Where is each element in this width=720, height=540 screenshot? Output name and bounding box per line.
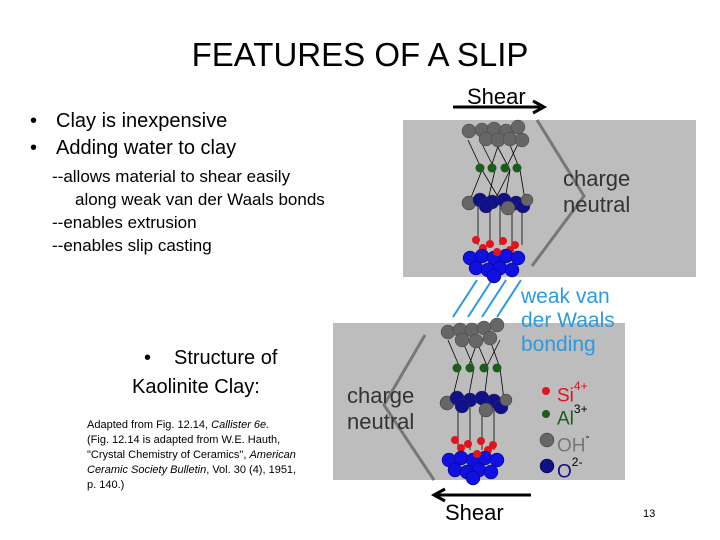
vdw-bond-lines bbox=[452, 279, 522, 318]
credit-text: , Vol. 30 (4), 1951, bbox=[206, 464, 297, 476]
bullet-marker: • bbox=[30, 137, 38, 159]
legend-al: Al3+ bbox=[557, 402, 588, 430]
legend-charge: 2- bbox=[571, 455, 583, 469]
credit-text: Adapted from Fig. 12.14, bbox=[87, 419, 212, 431]
legend-oh: OH- bbox=[557, 429, 590, 457]
charge-neutral-label-top: charge neutral bbox=[563, 166, 630, 218]
credit-text: (Fig. 12.14 is adapted from W.E. Hauth, bbox=[87, 434, 281, 446]
label-line: charge bbox=[563, 166, 631, 191]
shear-arrow-left-icon bbox=[430, 487, 531, 503]
bullet-item: • Clay is inexpensive bbox=[30, 108, 236, 135]
structure-line1: Structure of bbox=[174, 347, 278, 369]
bullet-marker: • bbox=[144, 347, 152, 369]
sub-points: --allows material to shear easily along … bbox=[52, 165, 325, 257]
shear-label-bottom: Shear bbox=[445, 500, 504, 525]
main-bullets: • Clay is inexpensive • Adding water to cl… bbox=[30, 108, 236, 162]
charge-neutral-label-bottom: charge neutral bbox=[347, 383, 414, 435]
sub-point: --allows material to shear easily bbox=[52, 167, 291, 186]
label-line: bonding bbox=[521, 333, 596, 356]
label-line: neutral bbox=[563, 192, 631, 217]
oh-legend-icon bbox=[539, 432, 555, 448]
label-line: weak van bbox=[521, 285, 610, 308]
structure-bullet: • Structure of Kaolinite Clay: bbox=[132, 344, 278, 402]
bullet-item: • Adding water to clay bbox=[30, 135, 236, 162]
credit-italic: Callister 6e. bbox=[211, 419, 270, 431]
figure-credit: Adapted from Fig. 12.14, Callister 6e. (… bbox=[87, 418, 296, 493]
clay-layer-top bbox=[461, 119, 534, 284]
al-legend-icon bbox=[542, 410, 550, 418]
bracket-bottom bbox=[382, 334, 436, 481]
legend-charge: - bbox=[585, 429, 590, 443]
structure-line2: Kaolinite Clay: bbox=[132, 376, 260, 398]
clay-layer-bottom bbox=[439, 317, 513, 486]
shear-label-top: Shear bbox=[467, 84, 526, 109]
legend-symbol: Si bbox=[557, 385, 574, 407]
legend-charge: 4+ bbox=[573, 379, 588, 393]
legend-si: Si4+ bbox=[557, 379, 588, 407]
legend-o: O2- bbox=[557, 455, 582, 483]
label-line: der Waals bbox=[521, 309, 615, 332]
weak-vdw-label: weak van der Waals bonding bbox=[521, 285, 615, 357]
o-legend-icon bbox=[539, 458, 555, 474]
top-layer-panel bbox=[403, 120, 696, 277]
si-legend-icon bbox=[542, 387, 550, 395]
sub-point: --enables slip casting bbox=[52, 236, 212, 255]
slide-title: FEATURES OF A SLIP bbox=[191, 36, 529, 73]
label-line: charge bbox=[347, 383, 415, 408]
bracket-top bbox=[530, 119, 586, 267]
sub-point: --enables extrusion bbox=[52, 213, 197, 232]
page-number: 13 bbox=[643, 508, 656, 520]
credit-text: p. 140.) bbox=[87, 479, 125, 491]
label-line: neutral bbox=[347, 409, 415, 434]
legend-symbol: Al bbox=[557, 408, 574, 430]
legend-symbol: OH bbox=[557, 435, 586, 457]
bullet-text: Adding water to clay bbox=[56, 137, 237, 159]
legend-charge: 3+ bbox=[573, 402, 588, 416]
credit-text: "Crystal Chemistry of Ceramics", bbox=[87, 449, 250, 461]
legend-symbol: O bbox=[557, 461, 572, 483]
sub-point: along weak van der Waals bonds bbox=[75, 190, 325, 209]
bullet-marker: • bbox=[30, 110, 38, 132]
shear-arrow-right-icon bbox=[453, 99, 548, 115]
credit-italic: Ceramic Society Bulletin bbox=[87, 464, 207, 476]
credit-italic: American bbox=[249, 449, 296, 461]
bullet-text: Clay is inexpensive bbox=[56, 110, 228, 132]
